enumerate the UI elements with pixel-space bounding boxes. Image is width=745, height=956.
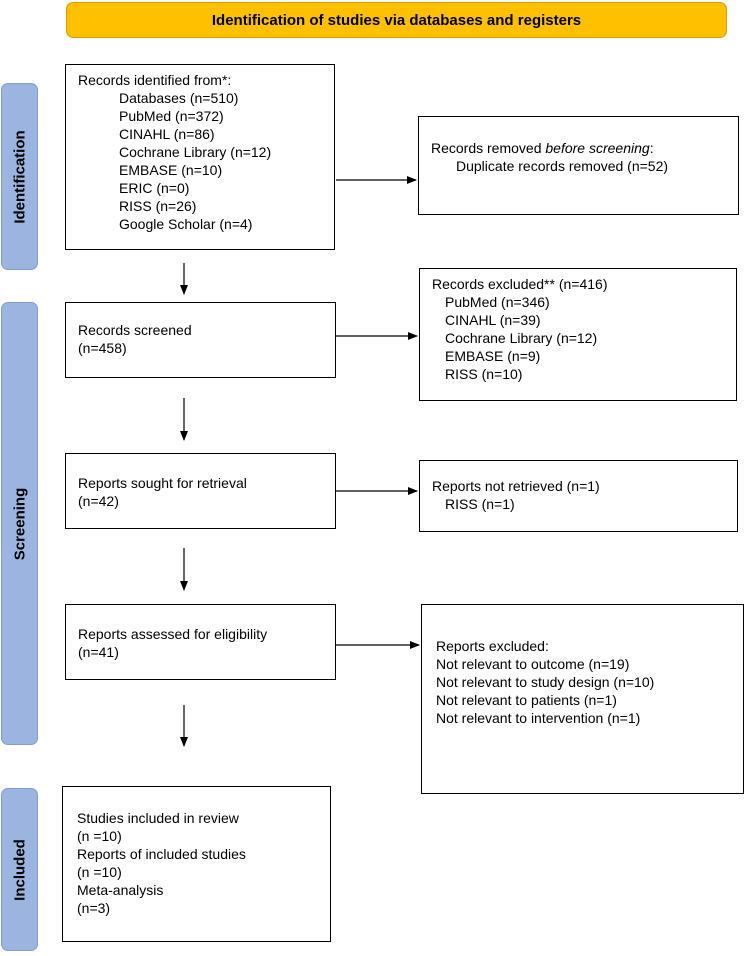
excluded-item: EMBASE (n=9): [445, 348, 541, 364]
reports-excluded-item: Not relevant to patients (n=1): [436, 692, 617, 708]
records-screened-label: Records screened: [78, 322, 192, 338]
reports-excluded-item: Not relevant to intervention (n=1): [436, 710, 641, 726]
reports-excluded-box: Reports excluded: Not relevant to outcom…: [421, 604, 744, 794]
phase-identification: Identification: [1, 83, 38, 270]
reports-assessed-count: (n=41): [78, 644, 119, 660]
identified-item: Cochrane Library (n=12): [119, 144, 272, 160]
identified-item: Google Scholar (n=4): [119, 216, 253, 232]
records-screened-count: (n=458): [78, 340, 127, 356]
records-removed-box: Records removed before screening: Duplic…: [418, 116, 739, 215]
excluded-item: PubMed (n=346): [445, 294, 550, 310]
removed-item: Duplicate records removed (n=52): [456, 158, 669, 174]
records-removed-title: Records removed before screening:: [431, 140, 654, 156]
studies-included-box: Studies included in review (n =10) Repor…: [62, 786, 331, 942]
records-excluded-title: Records excluded** (n=416): [432, 276, 608, 292]
included-line: Meta-analysis: [77, 882, 164, 898]
identified-item: PubMed (n=372): [119, 108, 224, 124]
reports-sought-label: Reports sought for retrieval: [78, 475, 247, 491]
excluded-item: RISS (n=10): [445, 366, 523, 382]
reports-not-retrieved-title: Reports not retrieved (n=1): [432, 478, 600, 494]
header-title: Identification of studies via databases …: [211, 11, 582, 29]
identified-item: CINAHL (n=86): [119, 126, 215, 142]
identified-item: RISS (n=26): [119, 198, 197, 214]
not-retrieved-item: RISS (n=1): [445, 496, 515, 512]
included-line: (n =10): [77, 828, 122, 844]
reports-assessed-label: Reports assessed for eligibility: [78, 626, 268, 642]
included-line: (n =10): [77, 864, 122, 880]
excluded-item: CINAHL (n=39): [445, 312, 541, 328]
phase-included: Included: [1, 788, 38, 951]
reports-sought-count: (n=42): [78, 493, 119, 509]
identified-item: Databases (n=510): [119, 90, 239, 106]
included-line: (n=3): [77, 900, 111, 916]
reports-sought-box: Reports sought for retrieval (n=42): [65, 453, 336, 529]
reports-excluded-item: Not relevant to study design (n=10): [436, 674, 655, 690]
reports-not-retrieved-box: Reports not retrieved (n=1) RISS (n=1): [419, 460, 738, 532]
header-banner: Identification of studies via databases …: [66, 2, 727, 38]
records-identified-title: Records identified from*:: [78, 72, 232, 88]
reports-excluded-item: Not relevant to outcome (n=19): [436, 656, 630, 672]
excluded-item: Cochrane Library (n=12): [445, 330, 598, 346]
phase-screening: Screening: [1, 302, 38, 745]
identified-item: EMBASE (n=10): [119, 162, 223, 178]
reports-excluded-title: Reports excluded:: [436, 638, 549, 654]
included-line: Studies included in review: [77, 810, 239, 826]
records-excluded-box: Records excluded** (n=416) PubMed (n=346…: [419, 268, 737, 401]
reports-assessed-box: Reports assessed for eligibility (n=41): [65, 604, 336, 680]
identified-item: ERIC (n=0): [119, 180, 190, 196]
records-screened-box: Records screened (n=458): [65, 302, 336, 378]
included-line: Reports of included studies: [77, 846, 246, 862]
records-identified-box: Records identified from*: Databases (n=5…: [65, 64, 335, 250]
